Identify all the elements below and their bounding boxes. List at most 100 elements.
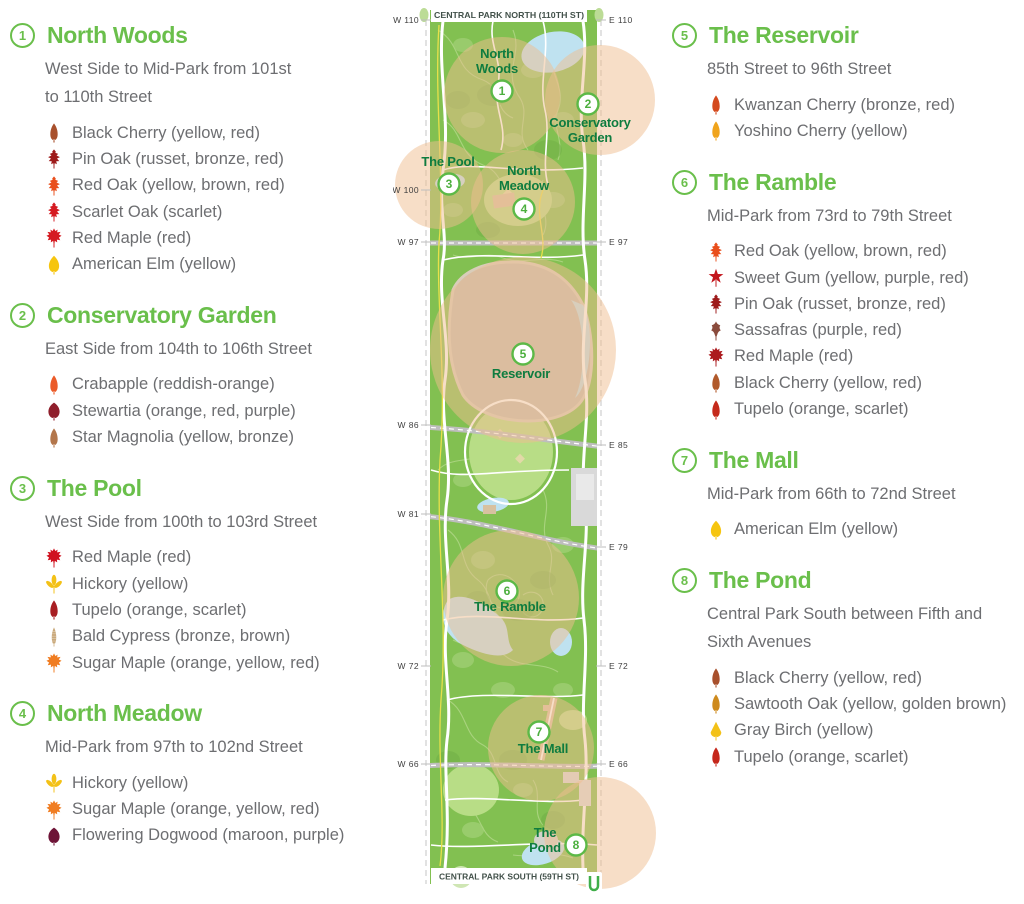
place-number-badge-5: [511, 342, 535, 366]
bald-cypress-leaf-icon: [46, 627, 62, 647]
central-park-map-svg: CENTRAL PARK NORTH (110TH ST) CENTRAL PA…: [393, 7, 656, 894]
street-label-west: W 97: [398, 237, 419, 247]
stewartia-leaf-icon: [46, 401, 62, 421]
species-label: American Elm (yellow): [734, 520, 899, 539]
street-label-west: W 66: [398, 759, 419, 769]
species-label: Black Cherry (yellow, red): [734, 668, 922, 687]
species-label: Bald Cypress (bronze, brown): [72, 627, 291, 646]
species-label: Star Magnolia (yellow, bronze): [72, 428, 294, 447]
red-maple-leaf-icon: [46, 228, 62, 248]
sweet-gum-leaf-icon: [708, 268, 724, 288]
place-label-conservatory-garden: Garden: [568, 130, 613, 145]
street-label-west: W 110: [393, 15, 419, 25]
section-location: Mid-Park from 97th to 102nd Street: [45, 738, 303, 757]
species-item: Hickory (yellow): [46, 770, 388, 796]
american-elm-leaf-icon: [708, 520, 724, 540]
species-label: American Elm (yellow): [72, 255, 237, 274]
section-number-badge: 4: [10, 701, 35, 727]
place-label-the-ramble: The Ramble: [474, 599, 546, 614]
species-item: Black Cherry (yellow, red): [708, 665, 1024, 691]
species-label: Sawtooth Oak (yellow, golden brown): [734, 694, 1007, 713]
species-item: American Elm (yellow): [46, 251, 388, 277]
foliage-highlight-8: [544, 777, 656, 889]
species-list: Kwanzan Cherry (bronze, red)Yoshino Cher…: [672, 92, 1024, 145]
section-number-badge: 5: [672, 23, 697, 48]
species-item: Flowering Dogwood (maroon, purple): [46, 823, 388, 849]
species-label: Crabapple (reddish-orange): [72, 375, 275, 394]
place-number-text: 7: [536, 725, 543, 739]
place-number-text: 1: [499, 84, 506, 98]
place-number-badge-2: [576, 92, 600, 116]
species-item: Yoshino Cherry (yellow): [708, 118, 1024, 144]
species-item: Sugar Maple (orange, yellow, red): [46, 650, 388, 676]
black-cherry-leaf-icon: [46, 123, 62, 143]
street-label-east: E 97: [609, 237, 628, 247]
section-title: The Mall: [709, 446, 799, 473]
species-label: Flowering Dogwood (maroon, purple): [72, 826, 345, 845]
species-label: Tupelo (orange, scarlet): [734, 747, 909, 766]
place-number-badge-3: [437, 172, 461, 196]
place-number-text: 5: [520, 347, 527, 361]
species-item: Scarlet Oak (scarlet): [46, 199, 388, 225]
species-item: Star Magnolia (yellow, bronze): [46, 424, 388, 450]
place-label-the-pool: The Pool: [421, 154, 474, 169]
place-label-north-woods: Woods: [476, 61, 518, 76]
species-item: Stewartia (orange, red, purple): [46, 398, 388, 424]
place-label-the-mall: The Mall: [518, 741, 568, 756]
subway-entrance-icon: [588, 876, 600, 892]
species-label: Scarlet Oak (scarlet): [72, 202, 223, 221]
section-title: The Pool: [47, 474, 142, 501]
central-park-map: CENTRAL PARK NORTH (110TH ST) CENTRAL PA…: [393, 0, 678, 904]
place-number-text: 6: [504, 584, 511, 598]
species-item: Tupelo (orange, scarlet): [46, 597, 388, 623]
section-number-badge: 7: [672, 447, 697, 473]
place-number-text: 2: [585, 97, 592, 111]
species-item: Hickory (yellow): [46, 571, 388, 597]
species-item: Tupelo (orange, scarlet): [708, 744, 1024, 770]
street-label-east: E 85: [609, 440, 628, 450]
section-location: Mid-Park from 66th to 72nd Street: [707, 484, 956, 503]
species-label: Red Oak (yellow, brown, red): [72, 176, 285, 195]
section-location: Central Park South between Fifth and Six…: [707, 604, 983, 651]
place-number-text: 3: [446, 177, 453, 191]
red-maple-leaf-icon: [46, 548, 62, 568]
place-number-badge-4: [512, 197, 536, 221]
section-header: 5 The Reservoir: [672, 22, 1024, 49]
gray-birch-leaf-icon: [708, 721, 724, 741]
street-label-west: W 100: [393, 185, 419, 195]
sugar-maple-leaf-icon: [46, 800, 62, 820]
hickory-leaf-icon: [46, 574, 62, 594]
black-cherry-leaf-icon: [708, 668, 724, 688]
species-label: Red Maple (red): [72, 548, 192, 567]
tupelo-leaf-icon: [46, 600, 62, 620]
section-location: East Side from 104th to 106th Street: [45, 339, 312, 358]
street-label-east: E 72: [609, 661, 628, 671]
species-label: Tupelo (orange, scarlet): [72, 600, 247, 619]
street-label-east: E 79: [609, 542, 628, 552]
species-item: Sweet Gum (yellow, purple, red): [708, 265, 1024, 291]
species-list: Crabapple (reddish-orange) Stewartia (ora…: [10, 372, 388, 451]
place-label-north-meadow: Meadow: [499, 178, 550, 193]
species-label: Pin Oak (russet, bronze, red): [72, 149, 284, 168]
section-title: The Reservoir: [709, 22, 859, 48]
map-header-label: CENTRAL PARK NORTH (110TH ST): [434, 10, 584, 20]
red-maple-leaf-icon: [708, 347, 724, 367]
species-item: Sawtooth Oak (yellow, golden brown): [708, 691, 1024, 717]
foliage-highlight-2: [545, 45, 655, 155]
street-label-west: W 72: [398, 661, 419, 671]
species-label: Black Cherry (yellow, red): [734, 373, 922, 392]
american-elm-leaf-icon: [46, 255, 62, 275]
section-title: The Ramble: [709, 168, 837, 195]
section-number-badge: 2: [10, 302, 35, 328]
star-magnolia-leaf-icon: [46, 428, 62, 448]
red-oak-leaf-icon: [46, 176, 62, 196]
species-label: Sugar Maple (orange, yellow, red): [72, 653, 320, 672]
